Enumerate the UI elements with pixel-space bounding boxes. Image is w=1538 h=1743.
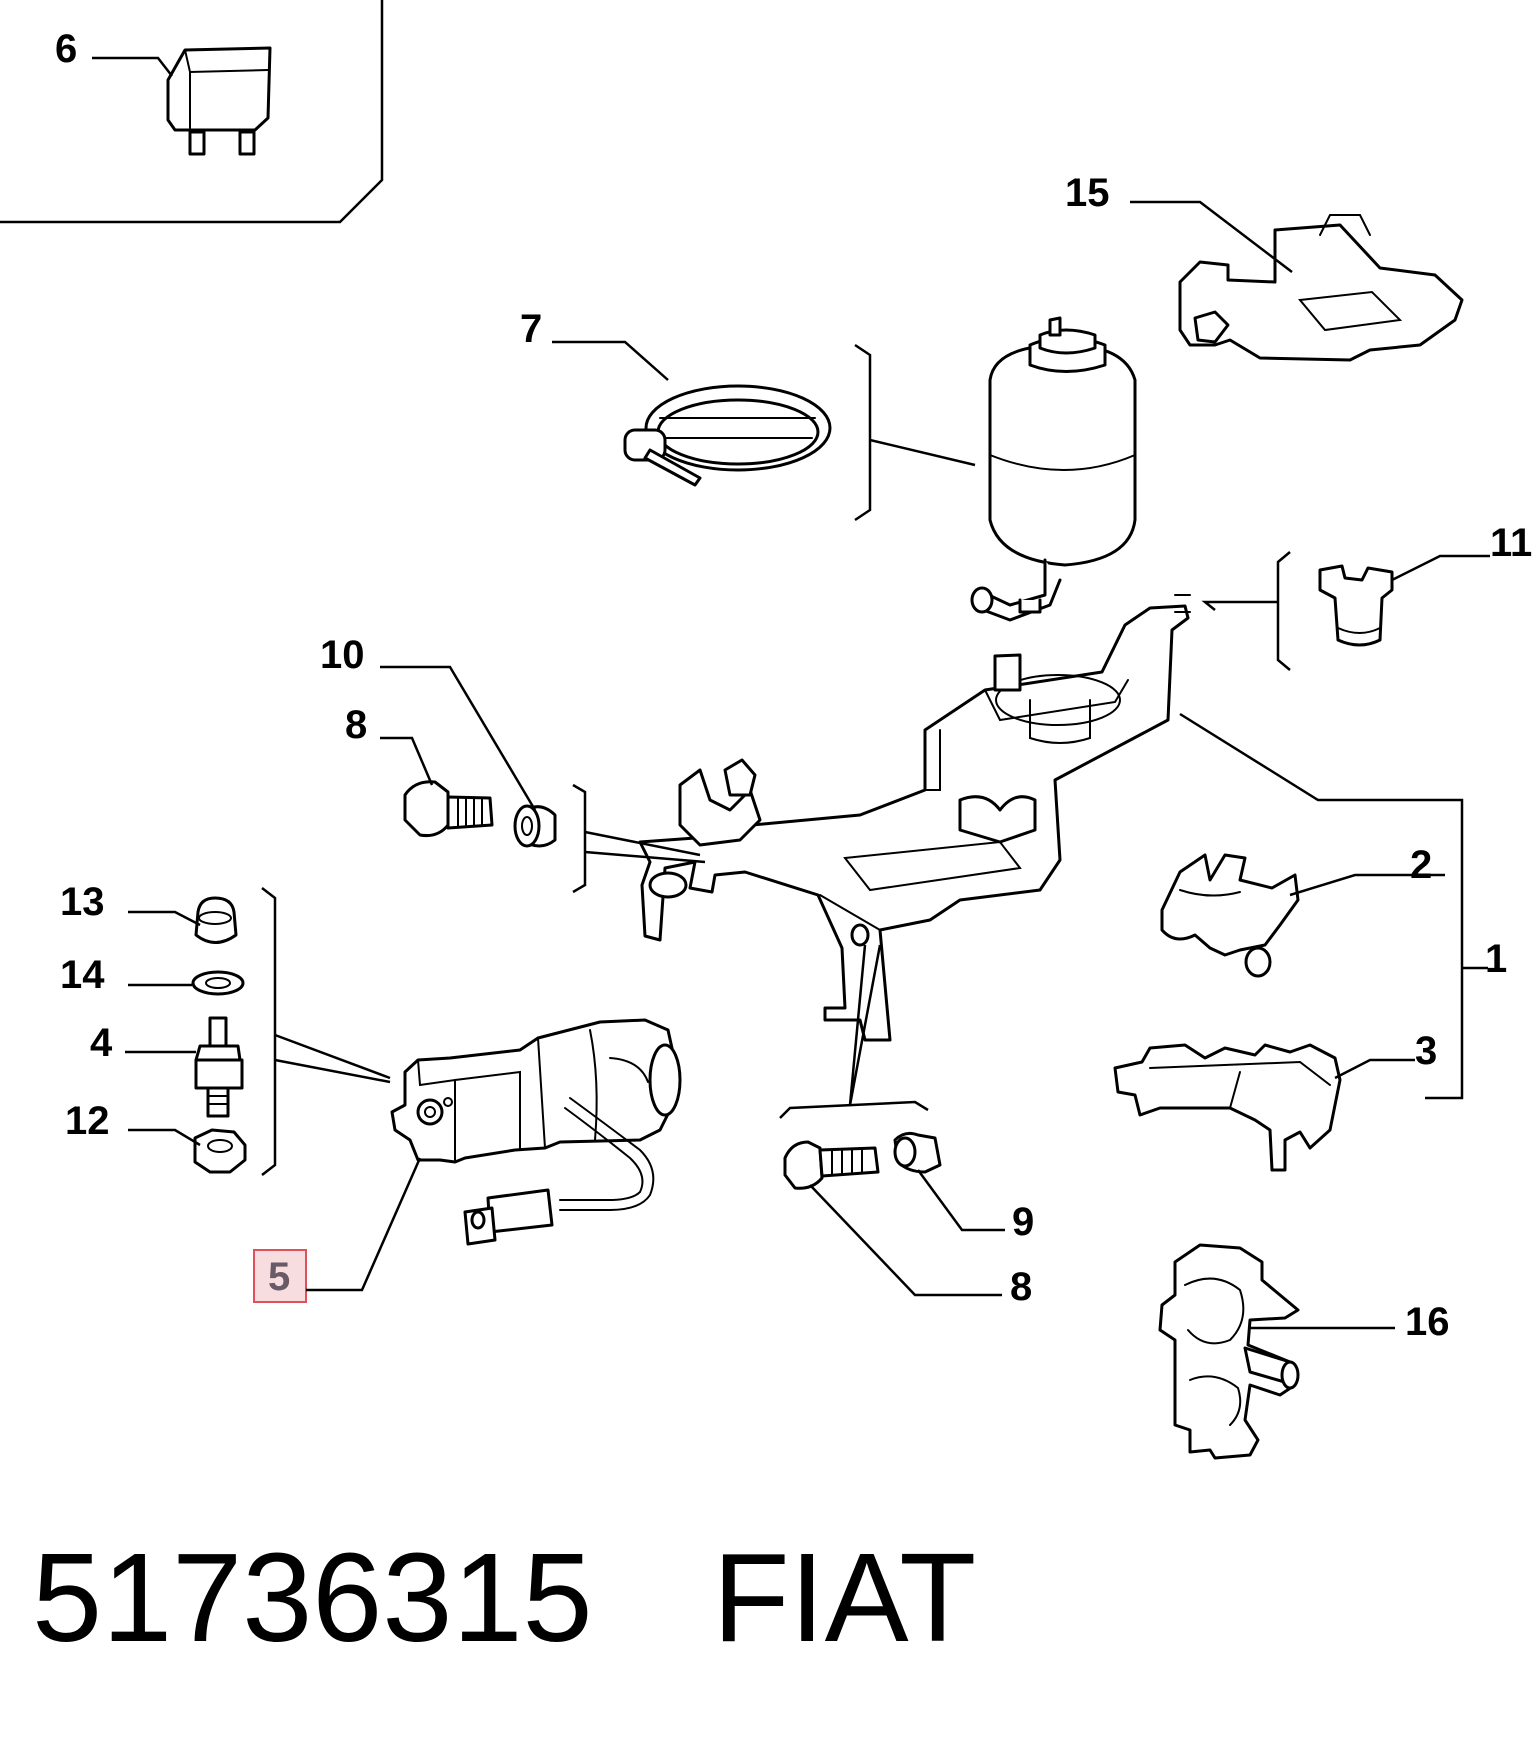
- part-5-pump: [390, 1018, 682, 1246]
- callout-12: 12: [65, 1099, 110, 1143]
- part-2-clip: [1160, 853, 1300, 978]
- part-8-bolt-lower: [783, 1140, 880, 1190]
- callout-9: 9: [1012, 1200, 1034, 1244]
- callout-8-upper: 8: [345, 703, 367, 747]
- footer-caption: 51736315 FIAT: [32, 1528, 976, 1668]
- callout-8-lower: 8: [1010, 1265, 1032, 1309]
- callout-6: 6: [55, 27, 77, 71]
- part-8-bolt-upper: [403, 780, 494, 837]
- part-16-holder: [1158, 1243, 1300, 1460]
- callout-13: 13: [60, 880, 105, 924]
- part-4-switch: [194, 1016, 244, 1118]
- part-7-clamp: [623, 384, 832, 487]
- fluid-reservoir: [970, 316, 1137, 622]
- callout-5-highlight-box: [253, 1249, 307, 1303]
- callout-1: 1: [1485, 937, 1507, 981]
- part-10-grommet: [513, 804, 557, 848]
- callout-4: 4: [90, 1021, 113, 1065]
- callout-3: 3: [1415, 1029, 1437, 1073]
- part-3-holder: [1113, 1043, 1342, 1172]
- callout-16: 16: [1405, 1300, 1450, 1344]
- part-15-bracket: [1178, 214, 1464, 362]
- part-number: 51736315: [32, 1527, 593, 1668]
- part-11-clip: [1318, 564, 1394, 647]
- part-12-nut: [193, 1128, 247, 1174]
- part-9-sleeve: [893, 1131, 942, 1174]
- part-14-washer: [191, 970, 245, 996]
- callout-11: 11: [1490, 521, 1532, 565]
- part-6-relay: [166, 46, 272, 156]
- callout-7: 7: [520, 307, 542, 351]
- callout-14: 14: [60, 953, 105, 997]
- brand-name: FIAT: [712, 1527, 977, 1668]
- main-bracket: [638, 594, 1191, 1042]
- callout-10: 10: [320, 633, 365, 677]
- callout-15: 15: [1065, 171, 1110, 215]
- inset-frame: [0, 0, 384, 224]
- callout-5: 5: [268, 1255, 290, 1299]
- part-13-cap: [194, 896, 238, 944]
- callout-2: 2: [1410, 843, 1432, 887]
